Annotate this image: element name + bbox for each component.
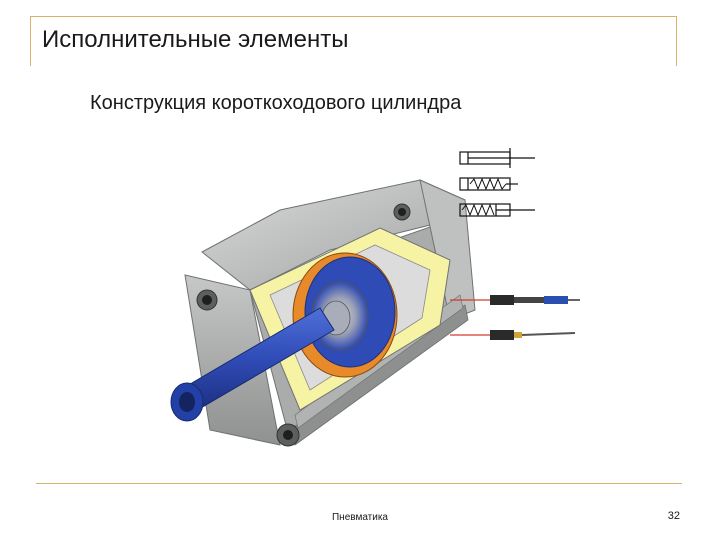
- footer-text: Пневматика: [331, 512, 388, 523]
- double-acting-cylinder-symbol: [459, 148, 535, 168]
- single-acting-spring-extend-symbol: [459, 203, 535, 217]
- title-frame-top-line: [30, 16, 676, 17]
- page-number: 32: [667, 510, 680, 522]
- single-acting-spring-return-symbol: [459, 177, 518, 191]
- sensors-group: [450, 295, 580, 340]
- piston-rod: [170, 307, 335, 422]
- proximity-sensor-upper: [450, 295, 580, 305]
- footer-rule: [36, 483, 682, 484]
- symbols-group: [459, 148, 535, 217]
- slide-title: Исполнительные элементы: [42, 26, 349, 53]
- title-frame-right-line: [676, 16, 677, 66]
- proximity-sensor-lower: [450, 330, 576, 340]
- cylinder-illustration: [170, 148, 580, 447]
- title-frame-left-line: [30, 16, 31, 66]
- slide-subtitle: Конструкция короткоходового цилиндра: [90, 92, 462, 114]
